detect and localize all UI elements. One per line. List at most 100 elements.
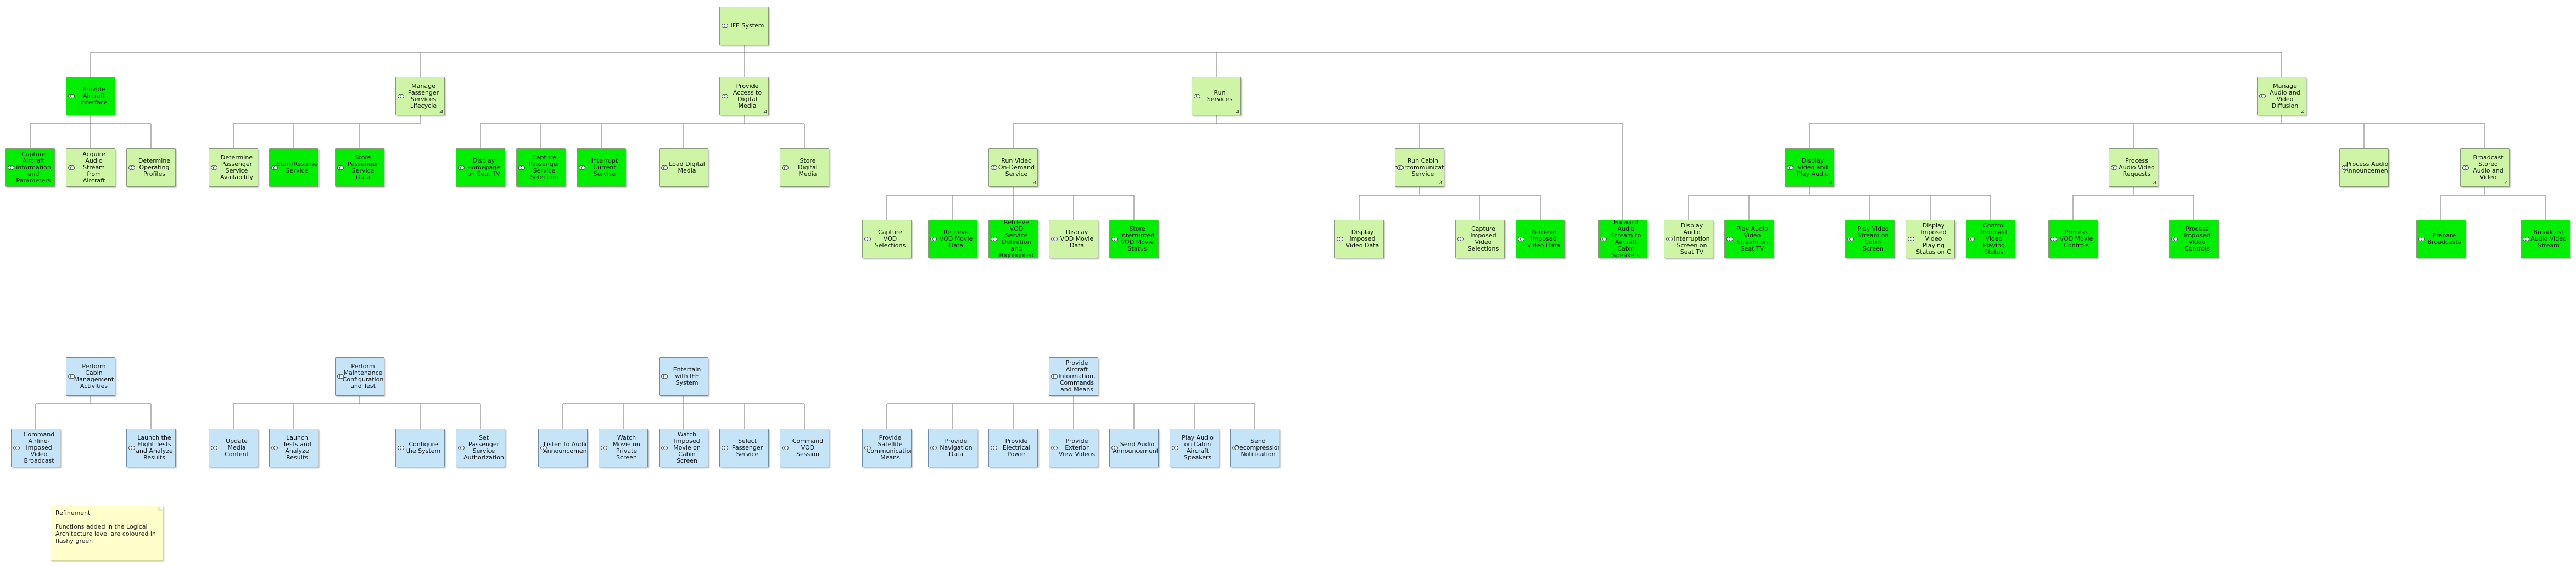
function-node-v4[interactable]: Display VOD Movie Data: [1049, 220, 1098, 258]
function-node-v2[interactable]: Retrieve VOD Movie Data: [928, 220, 977, 258]
function-node-a11[interactable]: Command Airline-Imposed Video Broadcast: [11, 429, 60, 467]
function-node-a42[interactable]: Provide Navigation Data: [928, 429, 977, 467]
note-title: Refinement: [55, 509, 91, 517]
expand-icon[interactable]: ⊿: [2504, 180, 2508, 186]
function-node-c31[interactable]: Display Homepage on Seat TV: [456, 148, 505, 187]
function-icon: [930, 445, 937, 451]
function-label: Process Imposed Video Controls: [2184, 225, 2210, 252]
function-node-a22[interactable]: Launch Tests and Analyze Results: [269, 429, 318, 467]
function-label: Display Imposed Video Data: [1345, 229, 1379, 249]
function-label: Prepare Broadcasts: [2427, 232, 2461, 246]
function-label: Play Video Stream on Cabin Screen: [1857, 225, 1889, 252]
function-node-a33[interactable]: Watch Imposed Movie on Cabin Screen: [659, 429, 708, 467]
function-node-c11[interactable]: Capture Aircraft Information and Paramet…: [5, 148, 55, 187]
function-node-c42[interactable]: Run Cabin Intercommunication Service⊿: [1395, 148, 1444, 187]
function-node-c54[interactable]: Broadcast Stored Audio and Video⊿: [2460, 148, 2510, 187]
function-node-a32[interactable]: Watch Movie on Private Screen: [599, 429, 648, 467]
function-icon: [2259, 93, 2266, 99]
function-node-d5[interactable]: Control Imposed Video Playing Status: [1966, 220, 2015, 258]
expand-icon[interactable]: ⊿: [1828, 180, 1832, 186]
function-node-a23[interactable]: Configure the System: [395, 429, 445, 467]
function-node-a4[interactable]: Provide Aircraft Information, Commands a…: [1049, 357, 1098, 396]
function-node-c22[interactable]: Start/Resume Service: [269, 148, 318, 187]
function-icon: [540, 445, 547, 451]
function-node-n4[interactable]: Run Services⊿: [1192, 77, 1241, 115]
function-node-c32[interactable]: Capture Passenger Service Selection: [516, 148, 566, 187]
function-node-n3[interactable]: Provide Access to Digital Media⊿: [719, 77, 769, 115]
function-node-d3[interactable]: Play Video Stream on Cabin Screen: [1845, 220, 1895, 258]
function-icon: [1908, 236, 1914, 242]
function-node-p1[interactable]: Process VOD Movie Controls: [2048, 220, 2098, 258]
function-node-n1[interactable]: Provide Aircraft Interface: [66, 77, 115, 115]
expand-icon[interactable]: ⊿: [439, 109, 443, 114]
function-node-a45[interactable]: Send Audio Announcements: [1109, 429, 1159, 467]
function-icon: [398, 445, 404, 451]
function-node-c13[interactable]: Determine Operating Profiles: [126, 148, 176, 187]
function-node-n2[interactable]: Manage Passenger Services Lifecycle⊿: [395, 77, 445, 115]
function-node-a47[interactable]: Send Decompression Notification: [1230, 429, 1279, 467]
function-icon: [1726, 236, 1733, 242]
function-label: Determine Passenger Service Availability: [220, 154, 253, 181]
function-label: Listen to Audio Announcement: [543, 441, 588, 454]
function-node-v3[interactable]: Retrieve VOD Service Definition and High…: [988, 220, 1038, 258]
function-node-i2[interactable]: Capture Imposed Video Selections: [1455, 220, 1505, 258]
function-node-n5[interactable]: Manage Audio and Video Diffusion⊿: [2257, 77, 2306, 115]
function-icon: [337, 373, 344, 379]
function-label: Load Digital Media: [669, 160, 705, 174]
function-node-a1[interactable]: Perform Cabin Management Activities: [66, 357, 115, 396]
function-node-c33[interactable]: Interrupt Current Service: [577, 148, 626, 187]
function-node-a3[interactable]: Entertain with IFE System: [659, 357, 708, 396]
function-label: Entertain with IFE System: [673, 366, 701, 386]
function-node-b1[interactable]: Prepare Broadcasts: [2416, 220, 2466, 258]
expand-icon[interactable]: ⊿: [763, 109, 767, 114]
function-node-a44[interactable]: Provide Exterior View Videos: [1049, 429, 1098, 467]
function-node-a12[interactable]: Launch the Flight Tests and Analyze Resu…: [126, 429, 176, 467]
function-label: Provide Electrical Power: [1002, 437, 1031, 458]
function-node-c12[interactable]: Acquire Audio Stream from Aircraft: [66, 148, 115, 187]
function-node-a2[interactable]: Perform Maintenance Configuration and Te…: [335, 357, 384, 396]
expand-icon[interactable]: ⊿: [1235, 109, 1239, 114]
function-node-i3[interactable]: Retrieve Imposed Video Data: [1516, 220, 1565, 258]
function-node-c23[interactable]: Store Passenger Service Data: [335, 148, 384, 187]
function-node-v5[interactable]: Store Interrupted VOD Movie Status: [1109, 220, 1159, 258]
function-node-d4[interactable]: Display Imposed Video Playing Status on …: [1906, 220, 1955, 258]
function-node-d1[interactable]: Display Audio Interruption Screen on Sea…: [1664, 220, 1713, 258]
function-node-a46[interactable]: Play Audio on Cabin Aircraft Speakers: [1170, 429, 1219, 467]
function-node-a43[interactable]: Provide Electrical Power: [988, 429, 1038, 467]
function-node-a31[interactable]: Listen to Audio Announcement: [538, 429, 588, 467]
function-node-c51[interactable]: Display Video and Play Audio⊿: [1785, 148, 1834, 187]
function-label: Display VOD Movie Data: [1060, 229, 1094, 249]
expand-icon[interactable]: ⊿: [1032, 180, 1036, 186]
function-icon: [1397, 164, 1404, 170]
function-node-c34[interactable]: Load Digital Media: [659, 148, 708, 187]
function-node-i1[interactable]: Display Imposed Video Data: [1334, 220, 1384, 258]
expand-icon[interactable]: ⊿: [1438, 180, 1443, 186]
function-node-b2[interactable]: Broadcast Audio Video Stream: [2521, 220, 2570, 258]
function-node-p2[interactable]: Process Imposed Video Controls: [2169, 220, 2219, 258]
function-icon: [864, 445, 871, 451]
function-label: Manage Audio and Video Diffusion: [2270, 82, 2300, 109]
function-label: Display Homepage on Seat TV: [467, 157, 500, 177]
expand-icon[interactable]: ⊿: [2300, 109, 2305, 114]
function-node-c43[interactable]: Forward Audio Stream to Aircraft Cabin S…: [1598, 220, 1647, 258]
function-label: Launch Tests and Analyze Results: [283, 434, 311, 461]
function-node-c53[interactable]: Process Audio Announcement: [2339, 148, 2389, 187]
function-icon: [1600, 236, 1607, 242]
function-node-c21[interactable]: Determine Passenger Service Availability: [209, 148, 258, 187]
function-node-a24[interactable]: Set Passenger Service Authorization: [456, 429, 505, 467]
function-node-a34[interactable]: Select Passenger Service: [719, 429, 769, 467]
function-node-v1[interactable]: Capture VOD Selections: [862, 220, 912, 258]
function-node-c35[interactable]: Store Digital Media: [780, 148, 829, 187]
function-node-d2[interactable]: Play Audio Video Stream on Seat TV: [1724, 220, 1774, 258]
function-label: Store Passenger Service Data: [347, 154, 379, 181]
function-node-a41[interactable]: Provide Satellite Communication Means: [862, 429, 912, 467]
function-node-a35[interactable]: Command VOD Session: [780, 429, 829, 467]
function-node-c52[interactable]: Process Audio Video Requests⊿: [2109, 148, 2158, 187]
function-icon: [1051, 445, 1058, 451]
function-node-a21[interactable]: Update Media Content: [209, 429, 258, 467]
function-icon: [782, 164, 789, 170]
function-node-ife[interactable]: IFE System: [719, 7, 769, 45]
function-icon: [579, 164, 585, 170]
function-node-c41[interactable]: Run Video On-Demand Service⊿: [988, 148, 1038, 187]
expand-icon[interactable]: ⊿: [2152, 180, 2156, 186]
